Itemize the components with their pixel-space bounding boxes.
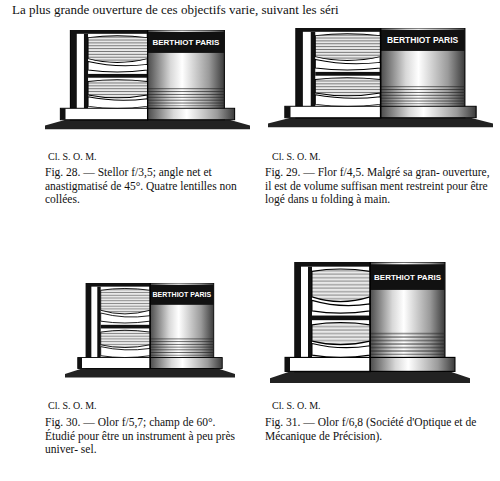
engraved-name: BERTHIOT PARIS <box>381 30 465 51</box>
figure-caption: Fig. 29. — Flor f/4,5. Malgré sa gran- o… <box>265 166 495 207</box>
engraved-name: BERTHIOT PARIS <box>150 285 214 305</box>
lens-drawing <box>65 283 235 378</box>
photo-credit: Cl. S. O. M. <box>272 400 321 411</box>
lens-drawing <box>45 30 250 129</box>
figure-caption: Fig. 30. — Olor f/5,7; champ de 60°. Étu… <box>45 416 245 457</box>
lens-drawing <box>268 28 493 127</box>
engraved-name: BERTHIOT PARIS <box>370 264 445 290</box>
figure-caption: Fig. 28. — Stellor f/3,5; angle net et a… <box>45 166 245 207</box>
lens-drawing <box>270 262 470 383</box>
engraved-name: BERTHIOT PARIS <box>148 32 225 53</box>
figure-caption: Fig. 31. — Olor f/6,8 (Société d'Optique… <box>265 416 495 443</box>
photo-credit: Cl. S. O. M. <box>48 400 97 411</box>
running-text: La plus grande ouverture de ces objectif… <box>12 2 492 18</box>
photo-credit: Cl. S. O. M. <box>48 151 97 162</box>
photo-credit: Cl. S. O. M. <box>272 151 321 162</box>
